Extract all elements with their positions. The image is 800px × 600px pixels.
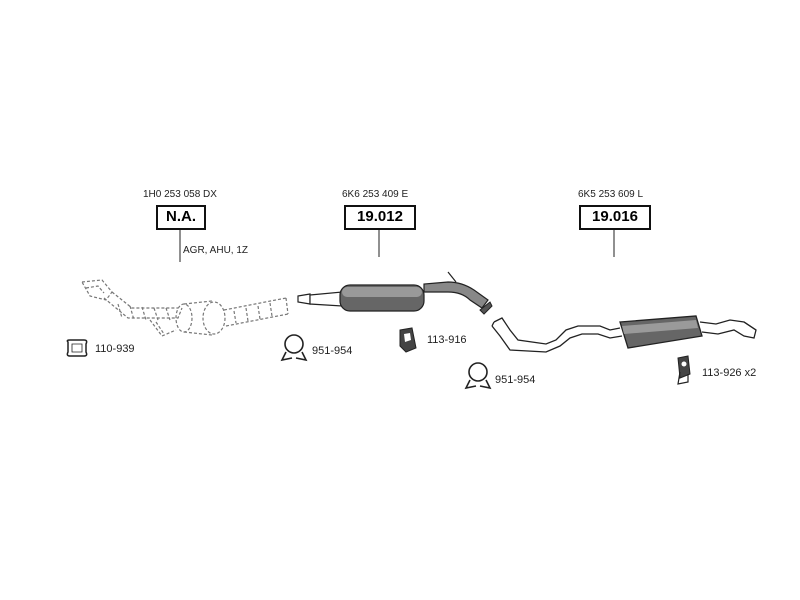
clamp-icon (280, 334, 308, 362)
oe-number-label: 1H0 253 058 DX (143, 189, 217, 200)
fitting-code-label: 951-954 (312, 345, 353, 357)
oe-number-label: 6K5 253 609 L (578, 189, 644, 200)
part-ref-box: 19.012 (344, 205, 416, 230)
part-ref-box: N.A. (156, 205, 206, 230)
oe-number-label: 6K6 253 409 E (342, 189, 409, 200)
fitting-code-label: 951-954 (495, 374, 536, 386)
rubber-mount-icon (399, 327, 417, 353)
part-ref-box: 19.016 (579, 205, 651, 230)
front-silencer-illustration (297, 271, 493, 315)
catalytic-converter-illustration (81, 279, 289, 337)
rear-silencer-illustration (491, 315, 757, 353)
fitting-code-label: 113-926 x2 (702, 367, 757, 379)
clamp-icon (464, 362, 492, 390)
application-note-label: AGR, AHU, 1Z (183, 245, 249, 256)
fitting-code-label: 113-916 (427, 334, 467, 346)
fitting-code-label: 110-939 (95, 343, 135, 355)
hanger-bracket-icon (677, 355, 691, 385)
gasket-icon (66, 339, 88, 357)
